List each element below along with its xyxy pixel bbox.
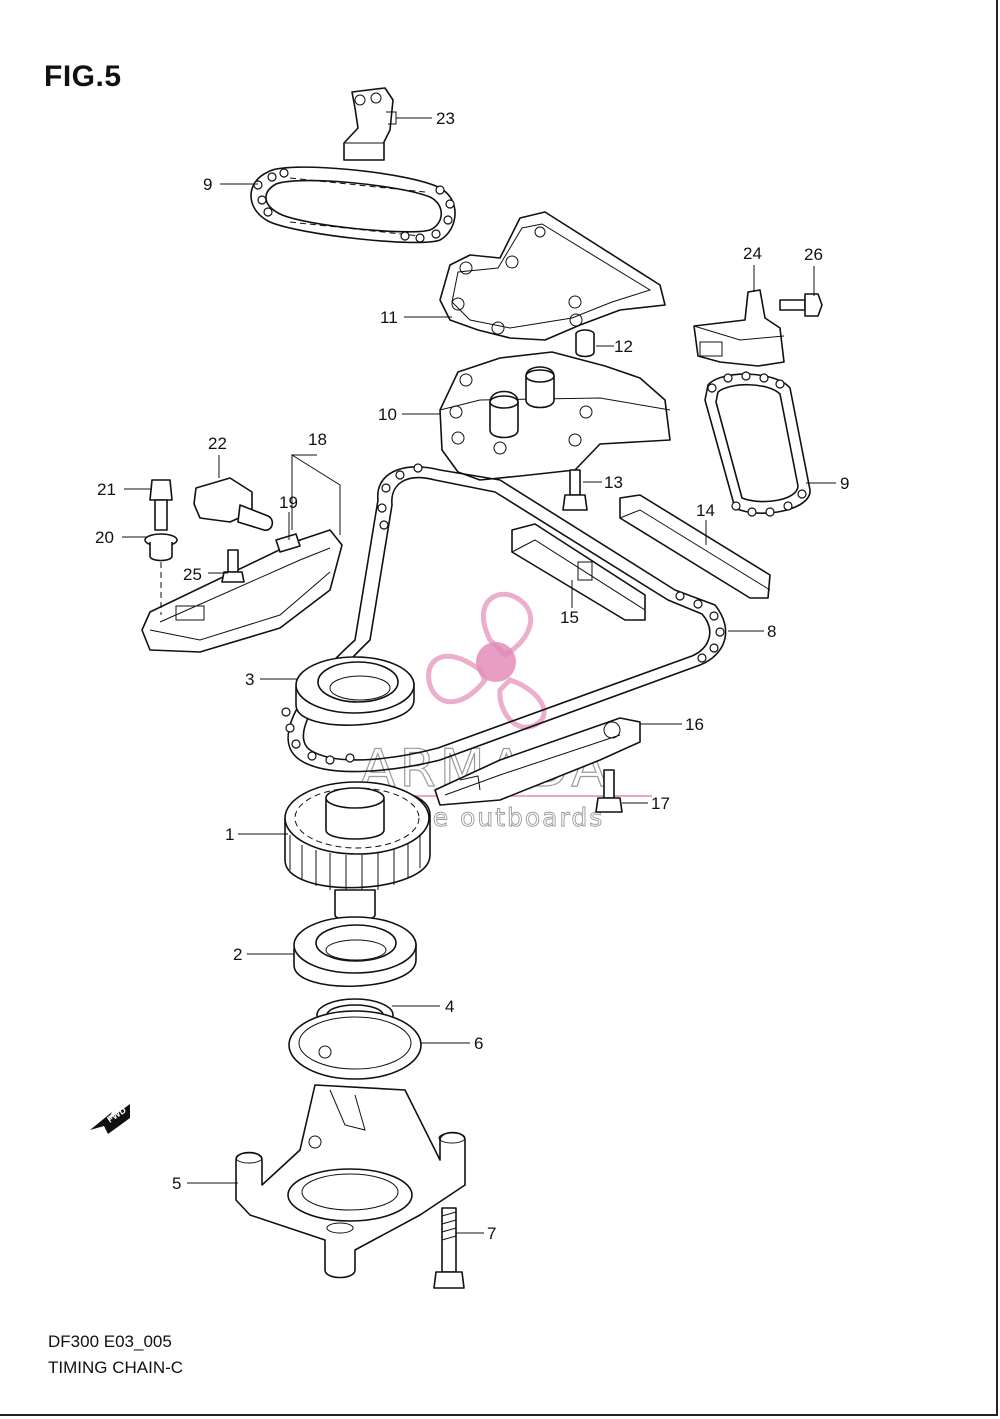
- part-22-tensioner-adjuster: [193, 477, 274, 531]
- part-label: 1: [225, 825, 234, 844]
- part-24-chain-guide-bracket: [693, 289, 785, 367]
- part-10-tensioner-housing: [439, 351, 671, 481]
- part-8-main-timing-chain: [281, 463, 727, 773]
- part-7-bolt: [433, 1207, 465, 1289]
- part-25-bolt: [221, 549, 245, 583]
- part-label: 12: [614, 337, 633, 356]
- part-13-bolt: [562, 469, 588, 511]
- part-26-bolt: [779, 293, 823, 317]
- part-label: 22: [208, 434, 227, 453]
- part-label: 3: [245, 670, 254, 689]
- leader-lines: [122, 117, 836, 1234]
- part-20-collar: [144, 533, 178, 615]
- part-label: 11: [380, 308, 398, 327]
- part-label: 14: [696, 501, 715, 520]
- part-label: 20: [95, 528, 114, 547]
- part-label: 9: [840, 474, 849, 493]
- part-17-bolt: [595, 769, 623, 813]
- part-label: 19: [279, 493, 298, 512]
- part-label: 5: [172, 1174, 181, 1193]
- part-9-right-chain: [704, 371, 811, 517]
- part-label: 13: [604, 473, 623, 492]
- part-label: 25: [183, 565, 202, 584]
- part-5-bearing-housing: [235, 1084, 466, 1279]
- part-14-chain-guide: [619, 494, 771, 599]
- figure-title: FIG.5: [44, 60, 122, 93]
- figure-name: TIMING CHAIN-C: [48, 1358, 184, 1377]
- part-6-gasket: [288, 1010, 422, 1080]
- part-18-tensioner-shoe: [141, 529, 343, 653]
- part-label: 8: [767, 622, 776, 641]
- armada-logo-hub: [476, 642, 516, 682]
- part-23-chain-guide-bracket: [343, 87, 397, 161]
- part-11-gasket: [439, 211, 666, 341]
- part-label: 15: [560, 608, 579, 627]
- part-label: 17: [651, 794, 670, 813]
- figure-code: DF300 E03_005: [48, 1332, 172, 1351]
- forward-arrow-icon: FWD: [90, 1104, 130, 1134]
- part-label: 4: [445, 997, 454, 1016]
- part-9-upper-chain: [250, 166, 456, 244]
- part-label: 6: [474, 1034, 483, 1053]
- part-label: 16: [685, 715, 704, 734]
- part-15-chain-guide: [511, 523, 646, 621]
- part-label: 2: [233, 945, 242, 964]
- part-label: 18: [308, 430, 327, 449]
- part-label: 26: [804, 245, 823, 264]
- part-label: 24: [743, 244, 762, 263]
- part-label: 9: [203, 175, 212, 194]
- armada-logo-icon: [426, 591, 547, 730]
- part-21-bolt: [149, 479, 173, 531]
- part-labels: 23 9 11 24 26 12 10 22 18 21 13 9 19 14 …: [95, 109, 849, 1243]
- part-3-bearing: [295, 656, 415, 726]
- part-label: 21: [97, 480, 116, 499]
- part-16-tensioner-lever: [434, 717, 641, 806]
- part-label: 10: [378, 405, 397, 424]
- part-label: 7: [487, 1224, 496, 1243]
- part-1-sprocket-gear: [284, 781, 431, 922]
- part-2-bearing: [293, 916, 417, 987]
- part-label: 23: [436, 109, 455, 128]
